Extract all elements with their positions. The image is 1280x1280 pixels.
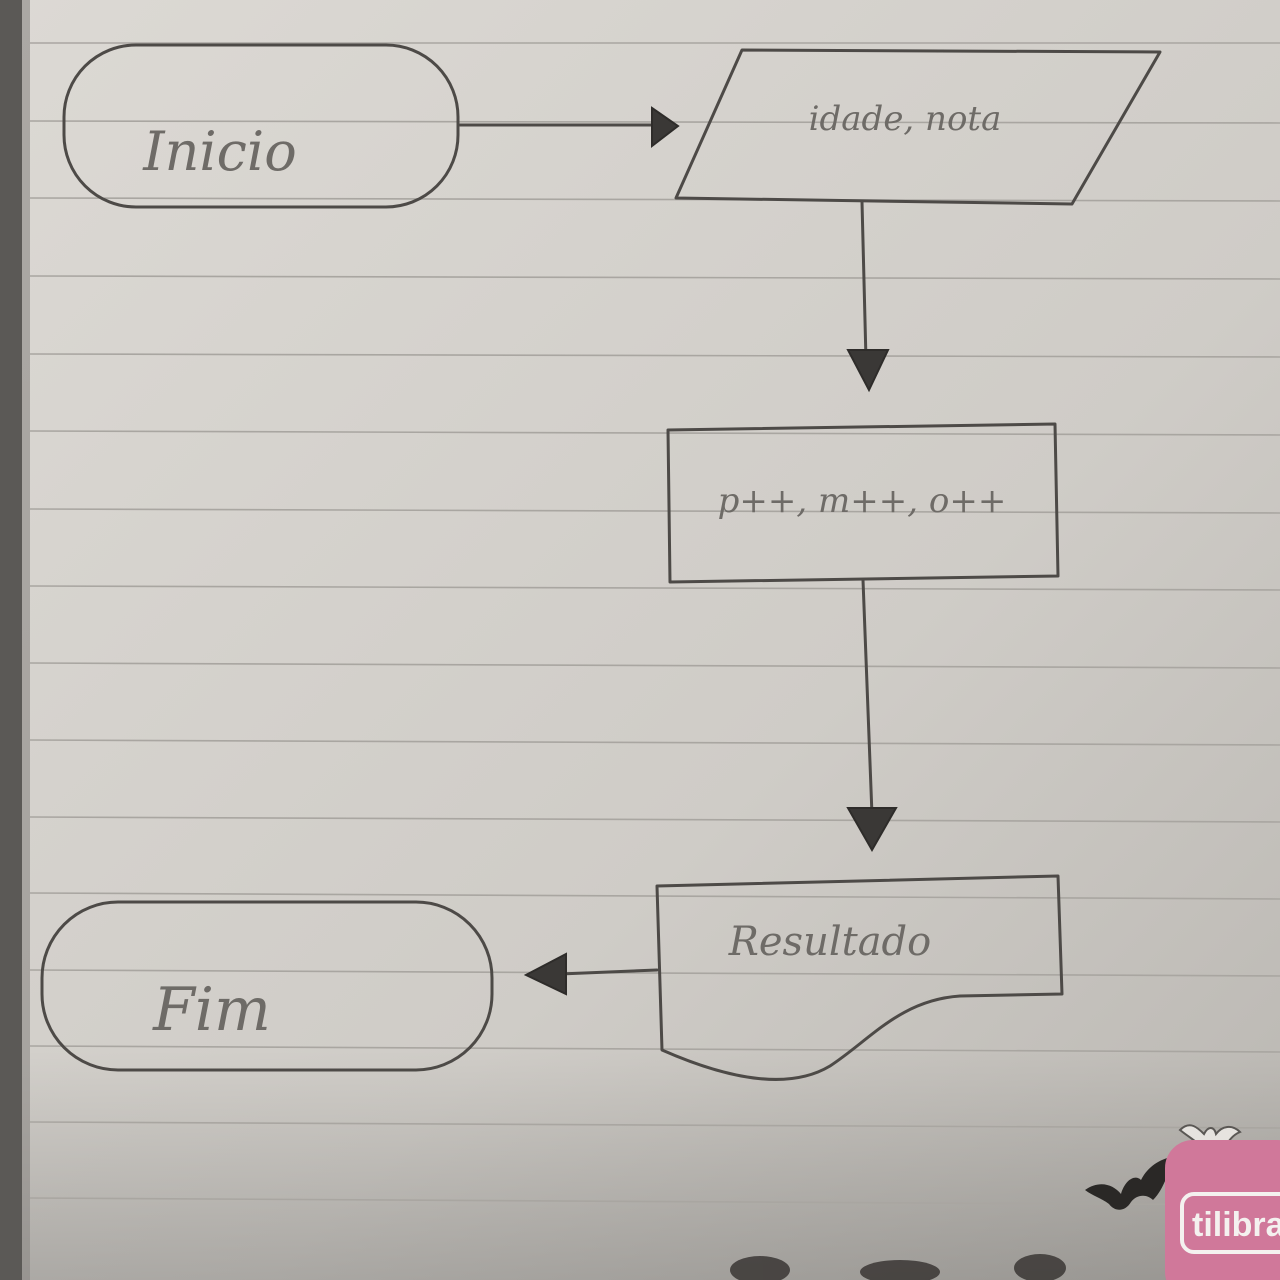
end-label: Fim: [152, 975, 271, 1045]
output-document-shape: [655, 874, 1064, 1081]
tilibra-sticker: tilibra: [1165, 1140, 1280, 1280]
sticker-brand-label: tilibra: [1192, 1206, 1280, 1244]
end-node: Fim: [40, 900, 494, 1072]
paper-shadow: [0, 1050, 1280, 1280]
arrow-input-to-process: [846, 200, 890, 393]
input-label: idade, nota: [809, 99, 1002, 139]
input-parallelogram-shape: [674, 48, 1162, 206]
input-node: idade, nota: [674, 48, 1162, 206]
binding-edge: [0, 0, 22, 1280]
arrow-start-to-input: [458, 106, 680, 149]
process-label: p++, m++, o++: [718, 481, 1007, 521]
arrow-output-to-end: [523, 952, 659, 996]
ruled-lines: [29, 42, 1280, 1206]
arrow-process-to-output: [846, 578, 898, 853]
start-terminator-shape: [62, 43, 460, 209]
output-label: Resultado: [728, 919, 931, 965]
start-label: Inicio: [142, 120, 296, 183]
sticker-background: [1165, 1140, 1280, 1280]
process-rect-shape: [666, 422, 1060, 584]
binding-edge-shadow: [22, 0, 30, 1280]
start-node: Inicio: [62, 43, 460, 209]
bottom-smudge: [730, 1254, 1066, 1280]
process-node: p++, m++, o++: [666, 422, 1060, 584]
bat-decoration-solid: [1085, 1156, 1177, 1210]
sticker-badge: [1180, 1192, 1280, 1254]
output-node: Resultado: [655, 874, 1064, 1081]
end-terminator-shape: [40, 900, 494, 1072]
